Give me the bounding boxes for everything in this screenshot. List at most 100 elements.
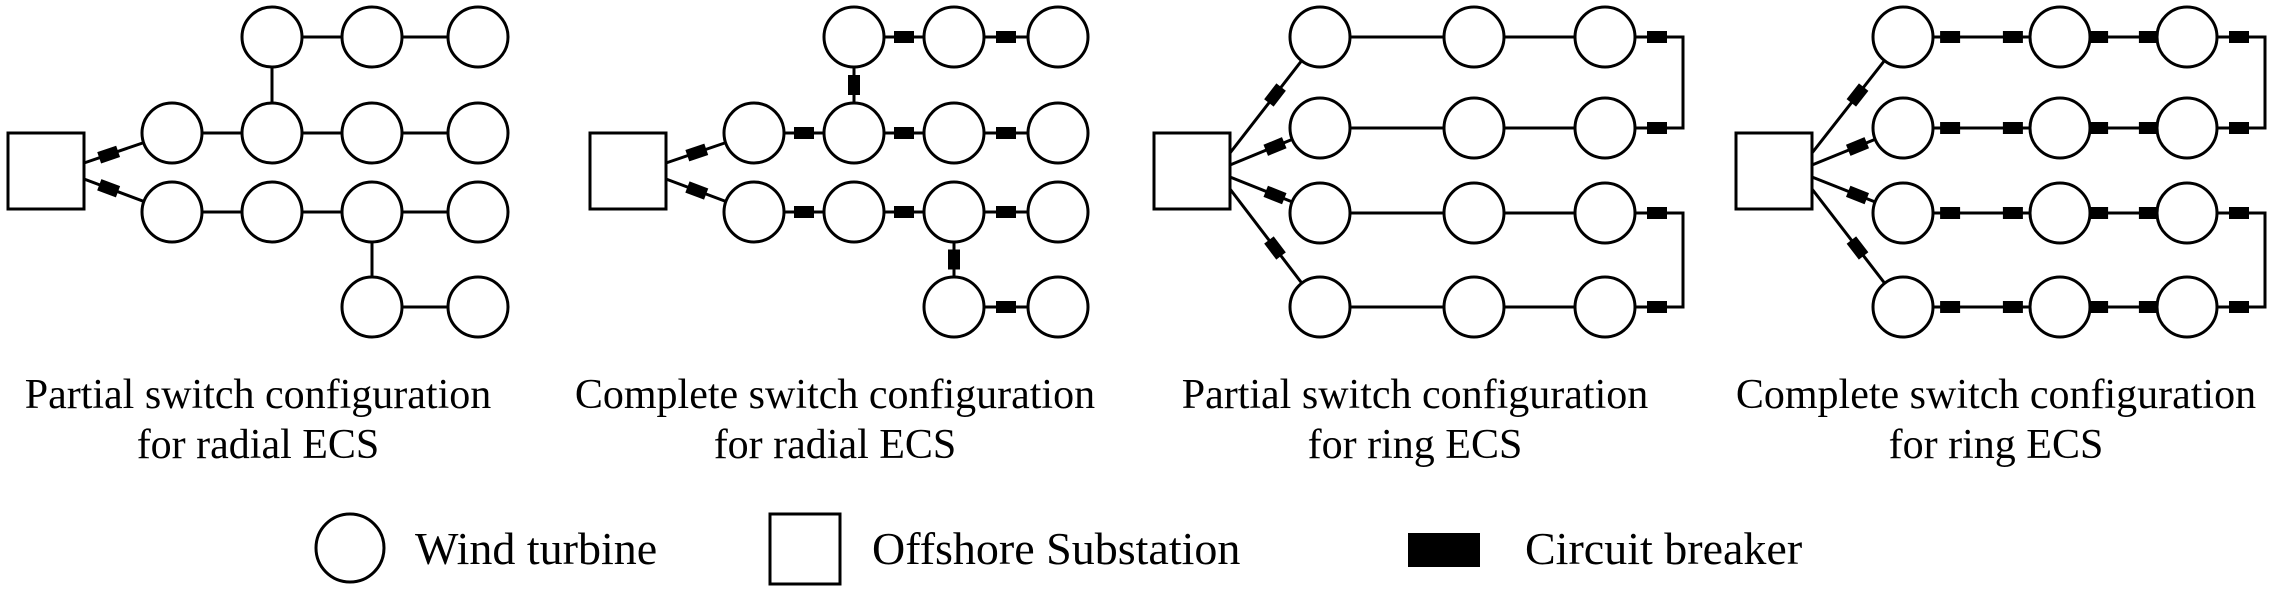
wind-turbine-node [1442, 5, 1506, 69]
circuit-breaker [996, 127, 1016, 139]
wind-turbine-node [722, 180, 786, 244]
caption-radial-complete-line1: Complete switch configuration [575, 372, 1095, 418]
caption-ring-complete-line1: Complete switch configuration [1736, 372, 2256, 418]
circuit-breaker [2002, 207, 2023, 219]
panel-radial-partial [6, 5, 510, 339]
wind-turbine-node [1026, 101, 1090, 165]
caption-ring-complete-line2: for ring ECS [1889, 422, 2104, 468]
circuit-breaker [1263, 137, 1287, 156]
wind-turbine-node [822, 5, 886, 69]
wind-turbine-node [922, 275, 986, 339]
circuit-breaker [2088, 122, 2109, 134]
wind-turbine-node [1442, 275, 1506, 339]
circuit-breaker [1647, 301, 1667, 313]
wind-turbine-node [922, 5, 986, 69]
caption-radial-partial-line1: Partial switch configuration [25, 372, 492, 418]
circuit-breaker [1845, 137, 1870, 156]
wind-turbine-node [140, 101, 204, 165]
offshore-substation-node [588, 131, 668, 211]
circuit-breaker [1846, 236, 1869, 260]
wind-turbine-node [1288, 275, 1352, 339]
circuit-breaker [2138, 301, 2159, 313]
circuit-breaker [2088, 301, 2109, 313]
wind-turbine-node [2155, 5, 2219, 69]
wind-turbine-node [2155, 96, 2219, 160]
wind-turbine-node [1573, 5, 1637, 69]
circuit-breaker [794, 206, 814, 218]
circuit-breaker [894, 31, 914, 43]
circuit-breaker [1940, 122, 1961, 134]
wind-turbine-node [1871, 181, 1935, 245]
wind-turbine-node [240, 101, 304, 165]
wind-turbine-node [1871, 275, 1935, 339]
circuit-breaker [1846, 83, 1869, 107]
wind-turbine-node [446, 180, 510, 244]
wind-turbine-node [1573, 96, 1637, 160]
circuit-breaker [97, 179, 121, 198]
wind-turbine-node [240, 5, 304, 69]
circuit-breaker [2088, 31, 2109, 43]
circuit-breaker [848, 75, 860, 95]
wind-turbine-node [446, 5, 510, 69]
circuit-breaker [894, 206, 914, 218]
wind-turbine-node [1288, 181, 1352, 245]
circuit-breaker [1845, 185, 1870, 205]
caption-radial-complete-line2: for radial ECS [714, 422, 957, 468]
caption-radial-partial-line2: for radial ECS [137, 422, 380, 468]
cable-line [1605, 211, 1685, 309]
circuit-breaker [996, 206, 1016, 218]
circuit-breaker [948, 249, 960, 270]
circuit-breaker [1264, 83, 1286, 107]
caption-ring-partial-line2: for ring ECS [1308, 422, 1523, 468]
legend-turbine-label: Wind turbine [415, 523, 657, 574]
wind-turbine-node [2155, 181, 2219, 245]
circuit-breaker [2229, 122, 2249, 134]
wind-turbine-node [922, 101, 986, 165]
circuit-breaker [2229, 207, 2249, 219]
circuit-breaker [2002, 122, 2023, 134]
wind-turbine-node [1573, 181, 1637, 245]
wind-turbine-node [1288, 5, 1352, 69]
wind-turbine-node [2155, 275, 2219, 339]
circuit-breaker [2138, 31, 2159, 43]
wind-turbine-node [340, 5, 404, 69]
legend-breaker-icon [1408, 533, 1480, 567]
wind-turbine-node [1288, 96, 1352, 160]
offshore-substation-node [1152, 131, 1232, 211]
wind-turbine-node [822, 101, 886, 165]
wind-turbine-node [140, 180, 204, 244]
wind-turbine-node [1871, 96, 1935, 160]
wind-turbine-node [240, 180, 304, 244]
wind-turbine-node [722, 101, 786, 165]
circuit-breaker [2138, 207, 2159, 219]
wind-turbine-node [340, 180, 404, 244]
wind-turbine-node [2028, 275, 2092, 339]
wind-turbine-node [1573, 275, 1637, 339]
wind-turbine-node [2028, 181, 2092, 245]
circuit-breaker [996, 301, 1016, 313]
wind-turbine-node [922, 180, 986, 244]
circuit-breaker [996, 31, 1016, 43]
legend-substation-label: Offshore Substation [872, 523, 1240, 574]
circuit-breaker [894, 127, 914, 139]
offshore-substation-node [1734, 131, 1814, 211]
circuit-breaker [2138, 122, 2159, 134]
wind-turbine-node [1026, 275, 1090, 339]
cable-line [2187, 35, 2267, 130]
cable-line [1605, 35, 1685, 130]
wind-turbine-node [446, 101, 510, 165]
circuit-breaker [1940, 207, 1961, 219]
wind-turbine-node [340, 275, 404, 339]
circuit-breaker [2088, 207, 2109, 219]
circuit-breaker [1647, 207, 1667, 219]
wind-turbine-node [446, 275, 510, 339]
wind-turbine-node [340, 101, 404, 165]
circuit-breaker [685, 181, 709, 200]
circuit-breaker [1647, 31, 1667, 43]
caption-ring-partial-line1: Partial switch configuration [1182, 372, 1649, 418]
circuit-breaker [794, 127, 814, 139]
wind-turbine-node [2028, 96, 2092, 160]
wind-turbine-node [1442, 181, 1506, 245]
circuit-breaker [2229, 301, 2249, 313]
